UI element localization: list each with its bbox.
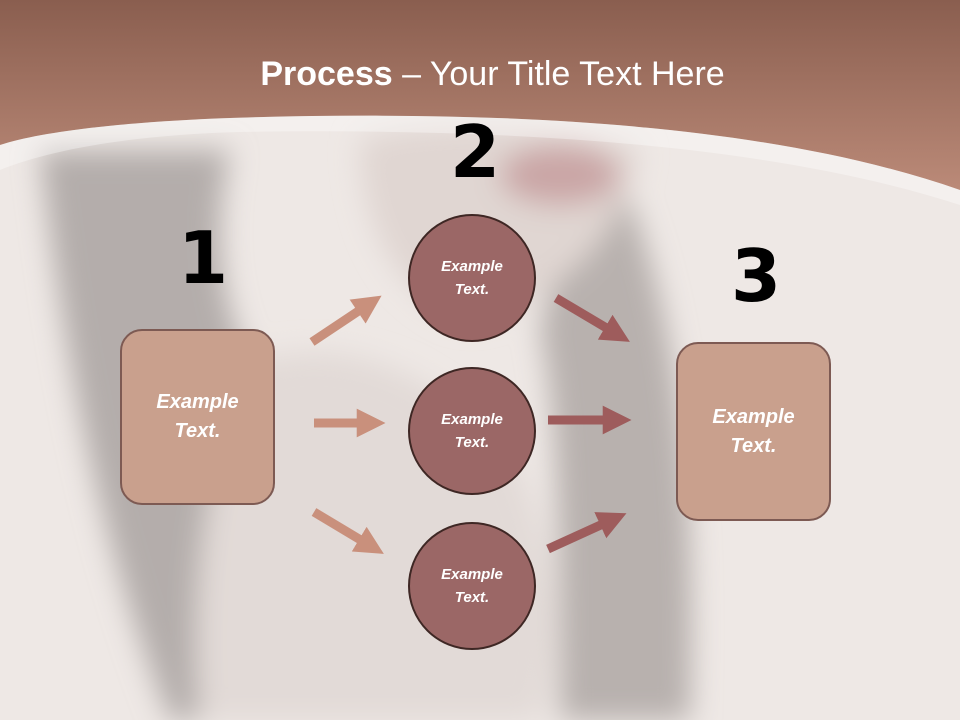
circle-top-line1: Example — [441, 258, 503, 275]
arrow-bottom-to-right — [546, 512, 627, 554]
step-number-2: 2 — [450, 110, 501, 194]
step-number-3: 3 — [731, 234, 782, 318]
circle-middle-line1: Example — [441, 411, 503, 428]
slide-title: Process – Your Title Text Here — [0, 52, 960, 96]
circle-bottom-line2: Text. — [454, 589, 490, 606]
circle-top: Example Text. — [408, 214, 536, 342]
left-box-line1: Example — [156, 391, 239, 413]
right-box-line1: Example — [712, 405, 795, 428]
circle-bottom-line1: Example — [441, 566, 503, 583]
step-number-1: 1 — [178, 216, 229, 300]
circle-bottom: Example Text. — [408, 522, 536, 650]
title-rest: – Your Title Text Here — [392, 55, 725, 93]
right-box: Example Text. — [676, 342, 831, 521]
left-box: Example Text. — [120, 329, 275, 505]
arrow-left-to-top — [309, 295, 382, 346]
arrow-top-to-right — [553, 294, 630, 342]
circle-top-line2: Text. — [454, 281, 490, 298]
left-box-line2: Text. — [174, 420, 221, 442]
right-box-line2: Text. — [730, 434, 777, 457]
arrow-left-to-bottom — [311, 508, 384, 554]
circle-middle: Example Text. — [408, 367, 536, 495]
title-bold: Process — [260, 55, 393, 93]
circle-middle-line2: Text. — [454, 434, 490, 451]
